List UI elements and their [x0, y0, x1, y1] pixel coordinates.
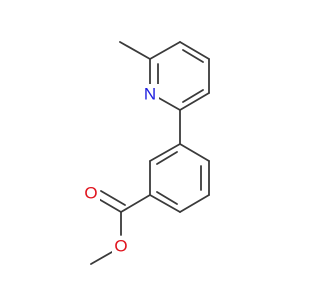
bond-b3-b4	[179, 194, 210, 213]
n-label-bg	[141, 84, 159, 104]
carbonyl-oxygen-atom-label: O	[84, 184, 97, 203]
bond-b4-b5-inner	[156, 191, 178, 205]
bond-c4-c4-inner	[182, 49, 204, 63]
bond-ester-o-methyl	[90, 251, 113, 265]
bond-c5-c4	[179, 41, 210, 60]
bond-ring-carbonyl	[120, 194, 151, 213]
bond-c3-c2-inner	[182, 89, 204, 103]
bond-carbonyl-o-2	[100, 190, 126, 206]
bond-methyl	[119, 41, 151, 60]
bond-b4-b5	[149, 194, 181, 213]
ester-oxygen-atom-label: O	[114, 237, 127, 256]
bond-b6-b1	[149, 143, 181, 162]
bond-c3-c2	[179, 92, 210, 111]
bond-c6-c5	[149, 41, 181, 60]
bond-b1-b2	[179, 143, 210, 162]
nitrogen-atom-label: N	[144, 85, 156, 104]
bonds	[90, 41, 210, 265]
structure-canvas: N O O	[82, 41, 210, 265]
carbonyl-o-bg	[82, 182, 100, 202]
atoms: N O O	[82, 84, 159, 256]
molecule-diagram: N O O	[82, 41, 210, 265]
bond-carbonyl-o-1	[96, 197, 122, 213]
ester-o-bg	[112, 236, 130, 256]
bond-b6-b1-inner	[156, 151, 178, 165]
